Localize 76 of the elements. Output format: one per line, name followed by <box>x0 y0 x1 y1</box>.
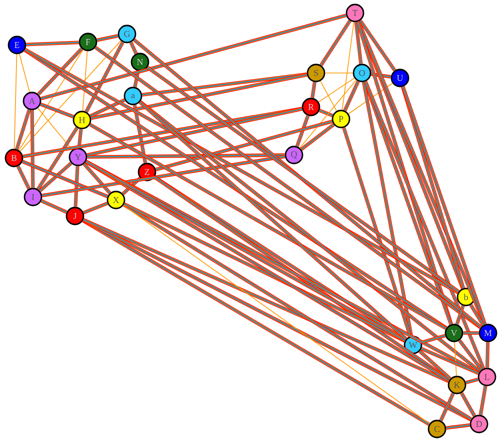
edge-line <box>86 107 302 157</box>
edge-line <box>77 128 83 148</box>
edge-line <box>155 120 333 172</box>
edge-line <box>40 199 68 214</box>
edge-line <box>84 41 124 113</box>
edge-line <box>82 50 88 112</box>
edge-line <box>22 160 108 198</box>
edge-line <box>465 378 479 384</box>
edge-line <box>15 109 31 150</box>
edge-line <box>300 123 335 151</box>
edge-line <box>343 80 360 112</box>
edge-line <box>133 104 148 164</box>
edge-line <box>324 72 354 74</box>
edge-line <box>486 342 490 368</box>
edge-line <box>139 100 481 373</box>
edge-line <box>82 218 450 383</box>
edge-line <box>42 154 286 198</box>
edge-line <box>370 72 392 78</box>
edge-line <box>90 98 126 118</box>
edge-line <box>124 202 406 342</box>
edge-line <box>36 126 78 190</box>
edge-line <box>354 22 363 64</box>
edge-line <box>310 82 316 98</box>
edge-line <box>20 40 122 152</box>
edge-line <box>37 48 83 96</box>
edge-line <box>129 42 138 54</box>
edge-line <box>401 86 487 325</box>
edge-line <box>299 80 357 148</box>
edge-line <box>362 82 413 336</box>
edge-line <box>458 339 483 371</box>
edge-line <box>138 100 408 340</box>
edge-line <box>454 342 457 376</box>
edge-line <box>364 80 486 370</box>
edge-line <box>38 162 72 192</box>
edge-line <box>14 54 18 150</box>
edge-line <box>96 34 118 42</box>
edge-line <box>478 386 488 416</box>
edge-line <box>446 423 470 430</box>
edge-line <box>37 108 73 150</box>
edge-line <box>30 110 35 188</box>
edge-line <box>342 127 412 337</box>
edge-line <box>455 305 465 325</box>
edge-line <box>26 40 80 46</box>
edge-line <box>146 66 460 293</box>
edge-line <box>462 331 480 335</box>
edge-line <box>142 72 308 97</box>
edge-line <box>420 347 480 375</box>
edge-line <box>122 176 142 196</box>
edge-line <box>439 392 455 422</box>
edge-line <box>421 334 446 344</box>
edge-line <box>320 20 352 66</box>
edge-line <box>82 202 108 214</box>
edge-line <box>342 22 354 110</box>
edge-line <box>18 53 30 93</box>
edge-line <box>460 392 476 417</box>
edge-line <box>295 115 310 147</box>
edge-line <box>356 21 453 325</box>
edge-line <box>318 108 334 118</box>
edge-line <box>89 123 447 330</box>
edge-line <box>18 49 84 151</box>
edge-line <box>86 153 286 159</box>
edge-line <box>469 304 485 326</box>
edge-line <box>90 73 308 120</box>
edge-line <box>418 350 452 380</box>
edge-line <box>16 166 30 190</box>
edge-line <box>82 162 112 194</box>
edge-line <box>40 14 347 100</box>
edge-line <box>133 70 140 88</box>
edge-line <box>74 166 80 208</box>
edge-line <box>401 86 465 289</box>
edge-line <box>358 20 396 72</box>
edge-line <box>40 102 74 118</box>
edge-line <box>22 106 302 158</box>
edge-line <box>318 78 355 102</box>
edge-line <box>320 80 338 112</box>
edge-line <box>85 160 406 342</box>
